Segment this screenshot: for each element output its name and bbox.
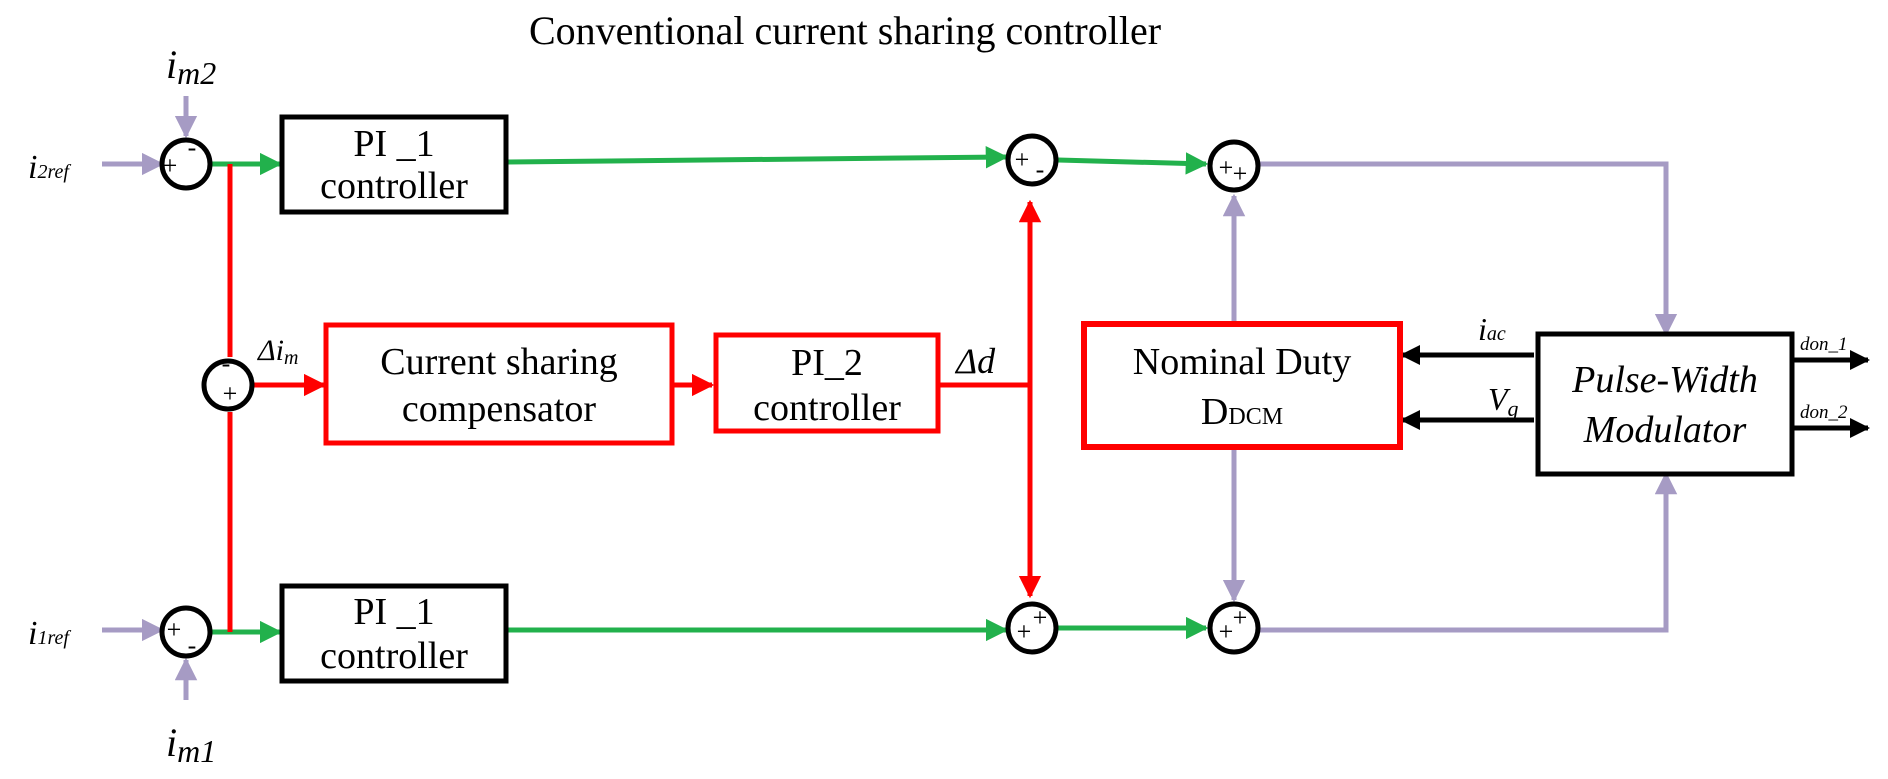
csc-line1: Current sharing	[380, 341, 617, 383]
svg-text:+: +	[1033, 603, 1048, 632]
svg-text:+: +	[1233, 159, 1248, 188]
wire-s7-to-pwm	[1260, 471, 1678, 633]
red-lines	[227, 164, 1042, 632]
svg-text:-: -	[188, 631, 197, 660]
label-don2: don_2	[1800, 402, 1848, 423]
block-pwm: Pulse-Width Modulator	[1535, 331, 1795, 477]
pi1-top-line2: controller	[320, 165, 468, 207]
label-delta-im: Δim	[257, 334, 298, 369]
block-current-sharing-compensator: Current sharing compensator	[323, 322, 675, 446]
svg-text:-: -	[1036, 155, 1045, 184]
block-pi1-top: PI _1 controller	[279, 114, 509, 215]
pi1-top-line1: PI _1	[353, 123, 434, 165]
svg-text:+: +	[167, 615, 182, 644]
sum-junction-s1: + -	[159, 133, 213, 191]
svg-text:+: +	[1219, 153, 1234, 182]
svg-text:-: -	[222, 349, 231, 378]
svg-text:+: +	[1015, 145, 1030, 174]
pwm-line1: Pulse-Width	[1571, 359, 1758, 401]
purple-lines	[102, 96, 1678, 700]
block-pi2: PI_2 controller	[713, 332, 941, 434]
pi1-bottom-line2: controller	[320, 635, 468, 677]
sum-junction-s5: + +	[1005, 601, 1059, 655]
svg-text:+: +	[1017, 617, 1032, 646]
svg-text:+: +	[1233, 603, 1248, 632]
green-lines	[212, 145, 1209, 644]
label-iac: iac	[1478, 311, 1506, 347]
pi2-line2: controller	[753, 387, 901, 429]
pwm-line2: Modulator	[1583, 409, 1747, 451]
svg-text:+: +	[163, 151, 178, 180]
pi1-bottom-line1: PI _1	[353, 591, 434, 633]
wire-s6-to-pwm	[1260, 161, 1678, 337]
nominal-duty-line2: DDCM	[1201, 391, 1283, 433]
label-im1: im1	[166, 720, 216, 769]
label-i2ref: i2ref	[28, 149, 71, 186]
svg-text:-: -	[188, 133, 197, 162]
label-im2: im2	[166, 42, 216, 91]
sum-junction-s7: + +	[1207, 601, 1261, 655]
summing-junctions: + - - + + - + - + + + + +	[159, 133, 1261, 660]
label-delta-d: Δd	[954, 341, 996, 381]
svg-text:+: +	[223, 379, 238, 408]
label-vg: Vg	[1488, 381, 1519, 421]
sum-junction-s2: - +	[201, 349, 255, 412]
signal-labels: i2ref im2 i1ref im1 Δim Δd iac Vg don_1 …	[28, 42, 1848, 769]
label-don1: don_1	[1800, 334, 1848, 355]
wire-s4-to-s6	[1057, 152, 1209, 175]
black-lines	[1400, 345, 1870, 438]
block-nominal-duty: Nominal Duty DDCM	[1081, 321, 1403, 450]
svg-text:+: +	[1219, 617, 1234, 646]
wire-pi1top-to-s4	[505, 145, 1009, 169]
sum-junction-s3: + -	[159, 605, 213, 660]
diagram-title: Conventional current sharing controller	[529, 8, 1161, 53]
sum-junction-s4: + -	[1005, 133, 1059, 187]
nominal-duty-line1: Nominal Duty	[1133, 341, 1351, 383]
csc-line2: compensator	[402, 388, 597, 430]
pi2-line1: PI_2	[791, 342, 863, 384]
block-pi1-bottom: PI _1 controller	[279, 583, 509, 684]
sum-junction-s6: + +	[1207, 139, 1261, 193]
label-i1ref: i1ref	[28, 615, 71, 652]
